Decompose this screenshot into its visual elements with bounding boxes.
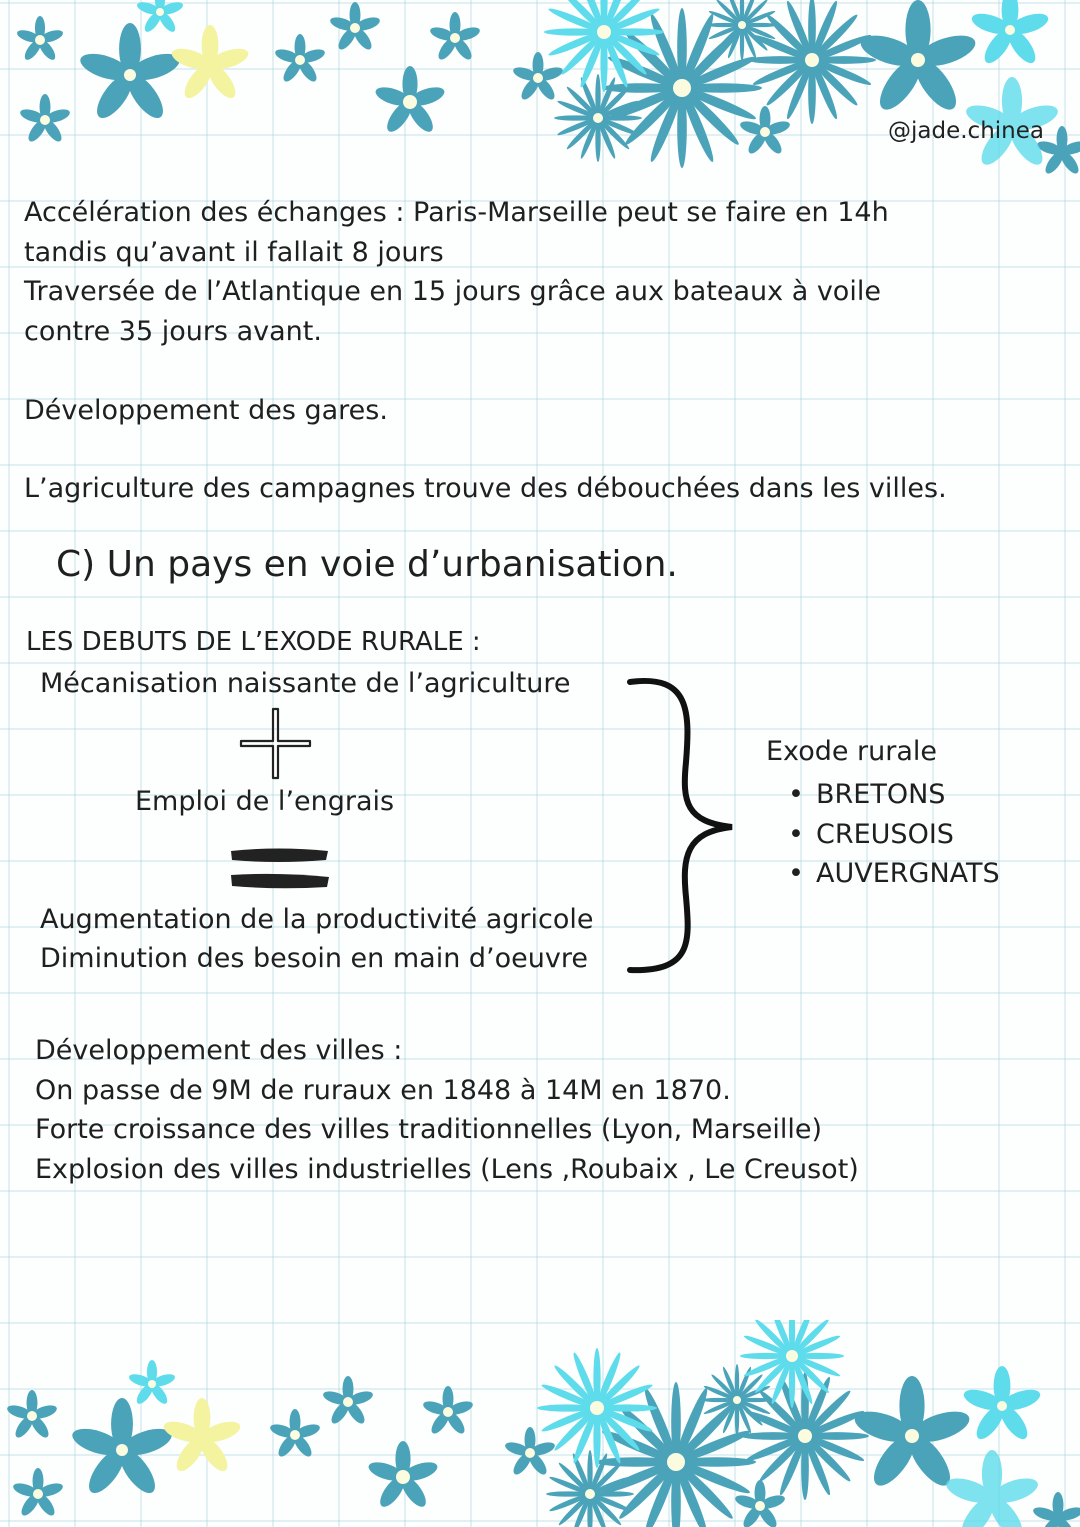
flower-decoration-top: [0, 0, 1080, 180]
villes-line: On passe de 9M de ruraux en 1848 à 14M e…: [35, 1074, 731, 1106]
result-line: Diminution des besoin en main d’oeuvre: [40, 943, 588, 974]
list-item: CREUSOIS: [788, 815, 1000, 855]
villes-paragraph: Développement des villes : On passe de 9…: [35, 1031, 859, 1189]
list-item: AUVERGNATS: [788, 854, 1000, 894]
villes-line: Explosion des villes industrielles (Lens…: [35, 1153, 859, 1185]
curly-brace-icon: [627, 677, 733, 974]
list-item: BRETONS: [788, 775, 1000, 815]
intro-paragraph: Accélération des échanges : Paris-Marsei…: [24, 193, 889, 351]
mecanisation-text: Mécanisation naissante de l’agriculture: [40, 668, 571, 699]
author-handle: @jade.chinea: [888, 118, 1044, 144]
intro-line: Accélération des échanges : Paris-Marsei…: [24, 197, 889, 228]
plus-icon: [239, 707, 312, 780]
intro-line: Traversée de l’Atlantique en 15 jours gr…: [24, 276, 881, 307]
engrais-text: Emploi de l’engrais: [135, 786, 395, 817]
intro-line: tandis qu’avant il fallait 8 jours: [24, 236, 444, 268]
exode-title: Exode rurale: [766, 736, 938, 767]
villes-line: Forte croissance des villes traditionnel…: [35, 1114, 823, 1145]
exode-list: BRETONS CREUSOIS AUVERGNATS: [788, 775, 1000, 894]
villes-line: Développement des villes :: [35, 1035, 403, 1066]
flower-decoration-bottom: [0, 1320, 1080, 1527]
section-heading: C) Un pays en voie d’urbanisation.: [56, 544, 678, 585]
section-subheading: LES DEBUTS DE L’EXODE RURALE :: [26, 627, 481, 657]
intro-line: contre 35 jours avant.: [24, 315, 322, 347]
equals-icon: [231, 848, 329, 889]
agriculture-text: L’agriculture des campagnes trouve des d…: [24, 473, 947, 504]
result-line: Augmentation de la productivité agricole: [40, 904, 594, 935]
gares-text: Développement des gares.: [24, 395, 388, 426]
